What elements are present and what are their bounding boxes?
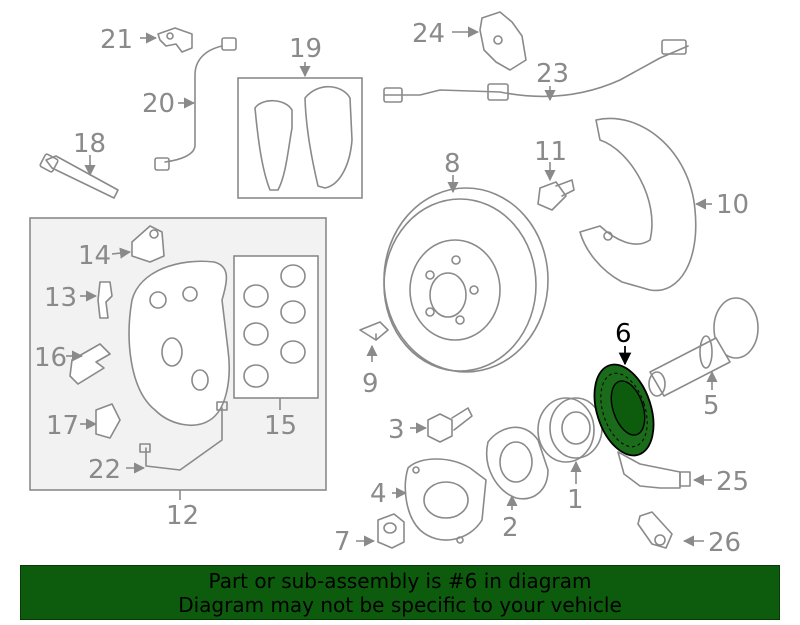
part-23-brake-hose: 23 [383,39,689,103]
callout-4: 4 [370,479,387,509]
callout-20: 20 [142,89,175,119]
callout-15: 15 [264,411,297,441]
part-21-bracket: 21 [100,25,193,55]
callout-8: 8 [444,149,461,179]
part-3-bolt: 3 [388,407,473,445]
callout-26: 26 [708,528,741,558]
callout-3: 3 [388,415,405,445]
part-2-gasket: 2 [485,426,549,543]
callout-21: 21 [100,25,133,55]
part-24-bracket: 24 [412,11,527,71]
callout-14: 14 [78,241,111,271]
callout-12: 12 [166,501,199,531]
callout-22: 22 [88,455,121,485]
part-6-abs-tone-ring: 6 [593,319,655,457]
part-12-caliper-assembly: 12 14 13 16 17 22 [29,217,327,531]
callout-24: 24 [412,19,445,49]
callout-16: 16 [34,343,67,373]
callout-18: 18 [73,129,106,159]
callout-11: 11 [534,137,567,167]
part-7-nut: 7 [334,513,405,557]
callout-1: 1 [567,485,584,515]
brake-assembly-diagram: 21 20 18 19 24 23 [29,11,759,558]
part-19-brake-pads: 19 [237,34,363,199]
part-5-drive-flange: 5 [648,297,759,421]
banner-line-2: Diagram may not be specific to your vehi… [178,592,622,617]
part-18-bolt: 18 [39,129,119,199]
part-1-wheel-bearing: 1 [537,397,603,515]
info-banner: Part or sub-assembly is #6 in diagram Di… [20,565,780,620]
callout-25: 25 [716,467,749,497]
part-20-wear-sensor: 20 [142,37,237,171]
part-25-abs-sensor: 25 [617,451,749,497]
callout-10: 10 [716,190,749,220]
callout-9: 9 [362,369,379,399]
callout-17: 17 [46,411,79,441]
callout-2: 2 [502,513,519,543]
part-9-screw: 9 [359,321,389,399]
part-11-bolt: 11 [534,137,575,211]
part-4-wheel-hub: 4 [370,458,487,544]
callout-19: 19 [289,34,322,64]
banner-line-1: Part or sub-assembly is #6 in diagram [208,568,592,593]
callout-5: 5 [703,391,720,421]
part-10-dust-shield: 10 [579,117,749,292]
callout-13: 13 [44,283,77,313]
callout-6: 6 [615,319,632,349]
part-26-bolt: 26 [637,511,741,558]
callout-7: 7 [334,527,351,557]
callout-23: 23 [536,59,569,89]
part-8-brake-disc: 8 [383,149,549,373]
